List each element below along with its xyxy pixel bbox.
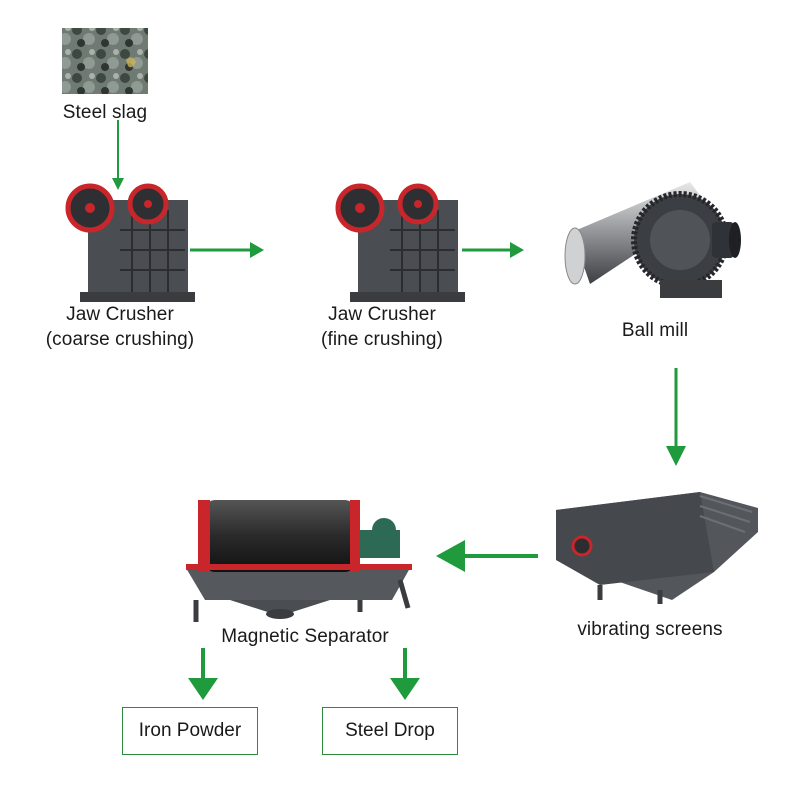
jaw-crusher-coarse-image — [65, 183, 195, 302]
steel-drop-label: Steel Drop — [345, 720, 435, 741]
jaw-crusher-fine-subtitle: (fine crushing) — [321, 329, 443, 350]
arrow-ballmill-to-screens — [666, 368, 686, 466]
arrow-separator-to-iron — [188, 648, 218, 700]
jaw-crusher-coarse-title: Jaw Crusher — [66, 304, 174, 325]
jaw-crusher-fine-title: Jaw Crusher — [328, 304, 436, 325]
jaw-crusher-coarse-subtitle: (coarse crushing) — [45, 329, 195, 350]
vibrating-screens-label: vibrating screens — [577, 619, 723, 640]
arrow-screens-to-separator — [436, 540, 538, 572]
steel-slag-label: Steel slag — [62, 102, 148, 123]
steel-drop-box: Steel Drop — [322, 707, 458, 755]
ball-mill-image — [564, 182, 741, 298]
jaw-crusher-fine-image — [335, 183, 465, 302]
jaw-crusher-fine-label: Jaw Crusher (fine crushing) — [292, 302, 472, 352]
steel-slag-image — [62, 28, 148, 94]
jaw-crusher-coarse-label: Jaw Crusher (coarse crushing) — [20, 302, 220, 352]
arrow-coarse-to-fine — [190, 242, 264, 258]
vibrating-screens-image — [556, 492, 758, 604]
iron-powder-box: Iron Powder — [122, 707, 258, 755]
arrow-slag-to-coarse — [112, 120, 124, 190]
flow-arrows — [112, 120, 686, 700]
magnetic-separator-image — [186, 500, 412, 622]
iron-powder-label: Iron Powder — [138, 720, 242, 741]
ball-mill-label: Ball mill — [621, 320, 689, 341]
magnetic-separator-label: Magnetic Separator — [221, 626, 389, 647]
arrow-fine-to-ballmill — [462, 242, 524, 258]
arrow-separator-to-steel — [390, 648, 420, 700]
